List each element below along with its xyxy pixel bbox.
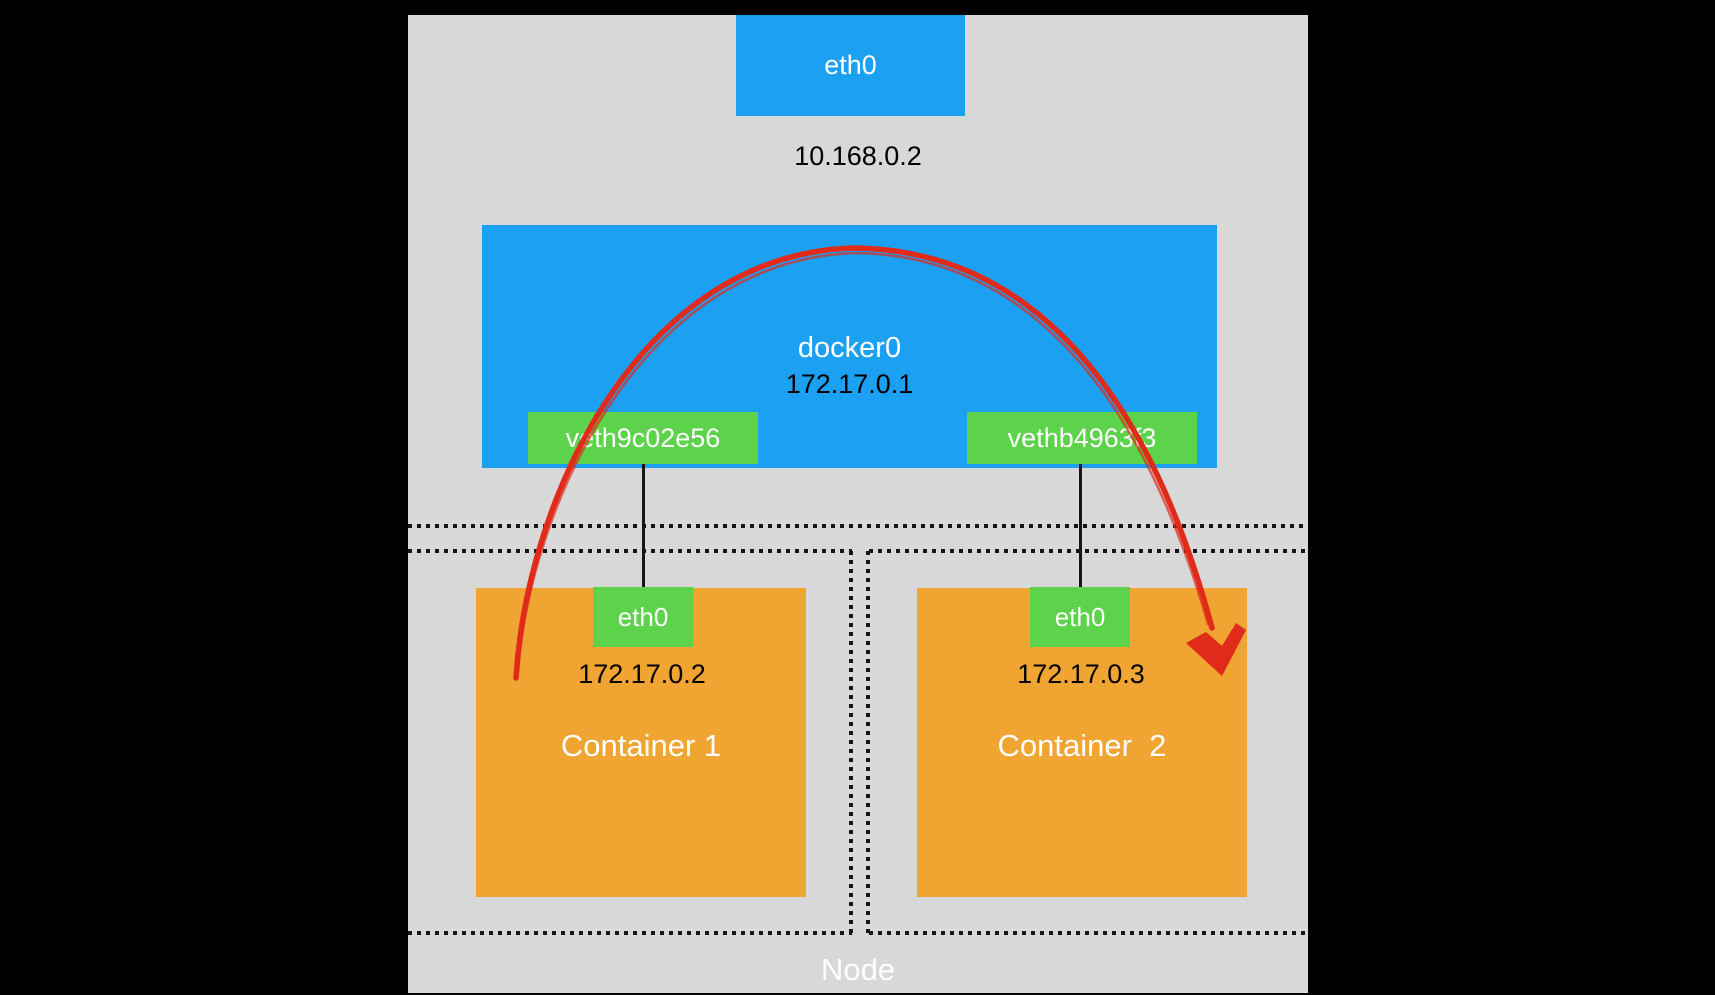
docker0-label: docker0 (797, 332, 902, 364)
container2-namespace-border-left (866, 551, 870, 935)
veth2-label: vethb4963f3 (1007, 422, 1157, 453)
container2-eth0-label: eth0 (1054, 601, 1106, 632)
container1-ip-label: 172.17.0.2 (578, 659, 706, 689)
veth2-box: vethb4963f3 (967, 412, 1197, 464)
container1-namespace-border-top (408, 549, 852, 553)
host-namespace-divider (408, 524, 1308, 528)
container2-ip-label: 172.17.0.3 (1017, 659, 1145, 689)
container1-title: Container 1 (560, 728, 722, 763)
container2-title: Container 2 (997, 728, 1167, 763)
veth1-box: veth9c02e56 (528, 412, 758, 464)
container1-eth0-label: eth0 (617, 601, 669, 632)
veth1-label: veth9c02e56 (565, 422, 721, 453)
container1-eth0-box: eth0 (593, 587, 693, 647)
node-label: Node (820, 952, 896, 987)
container2-eth0-box: eth0 (1030, 587, 1130, 647)
host-eth0-box: eth0 (736, 15, 965, 116)
container2-namespace-border-bottom (869, 931, 1308, 935)
docker0-ip-label: 172.17.0.1 (785, 369, 914, 399)
host-ip-label: 10.168.0.2 (794, 141, 922, 171)
host-eth0-label: eth0 (824, 50, 877, 80)
container2-namespace-border-top (869, 549, 1308, 553)
container1-namespace-border-bottom (408, 931, 852, 935)
container1-namespace-border-right (849, 551, 853, 935)
